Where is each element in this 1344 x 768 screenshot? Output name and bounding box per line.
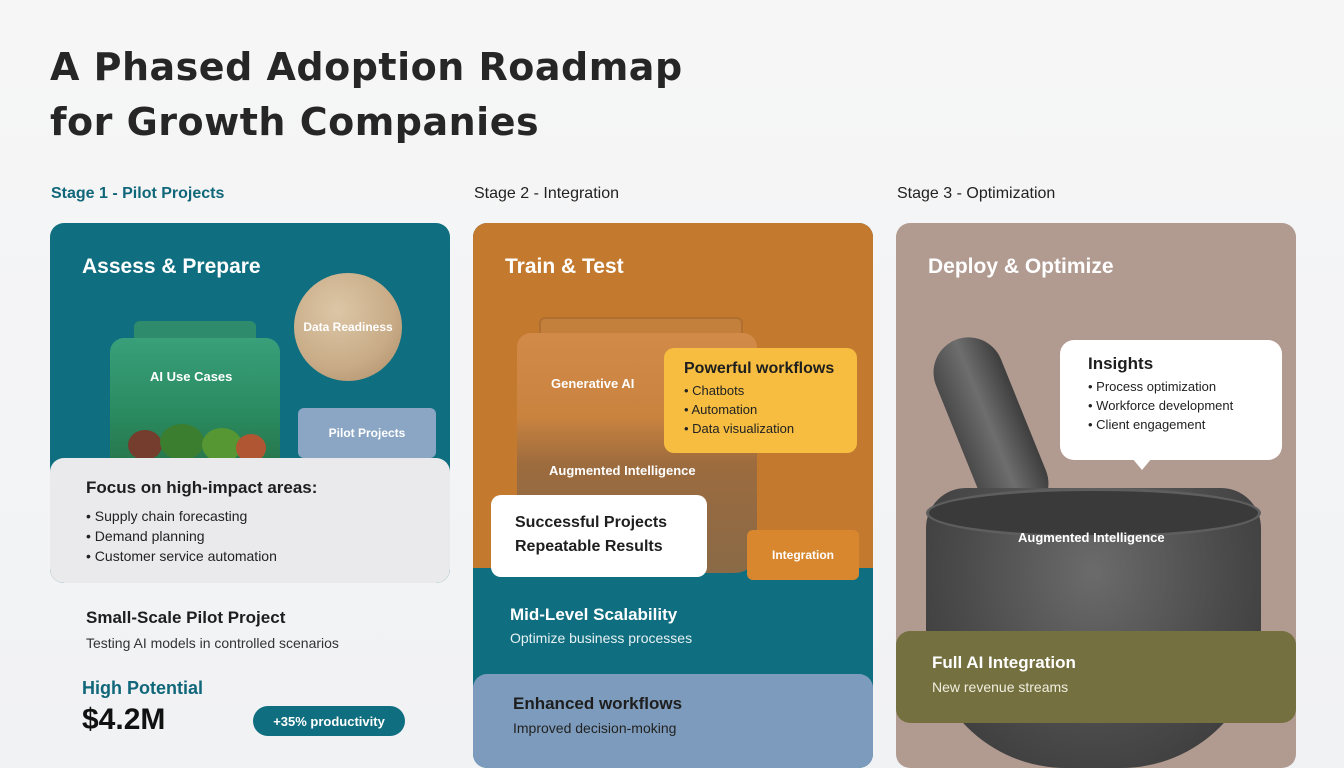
augmented-intelligence-label: Augmented Intelligence	[1018, 530, 1165, 545]
vegetable-shape	[236, 434, 266, 462]
bullet-item: Supply chain forecasting	[86, 506, 414, 526]
insights-bubble: Insights Process optimization Workforce …	[1060, 340, 1282, 460]
vegetable-shape	[202, 428, 242, 462]
stage-2-card: Train & Test Generative AI Augmented Int…	[473, 223, 873, 768]
data-readiness-sphere: Data Readiness	[294, 273, 402, 381]
workflows-bullet-list: Chatbots Automation Data visualization	[684, 381, 837, 438]
successful-projects-callout: Successful Projects Repeatable Results	[491, 495, 707, 577]
stage-1-card: Assess & Prepare AI Use Cases Data Readi…	[50, 223, 450, 583]
high-potential-label: High Potential	[82, 678, 203, 698]
full-integration-title: Full AI Integration	[932, 653, 1076, 672]
enhanced-text: Improved decision-moking	[513, 720, 677, 736]
bullet-item: Automation	[684, 400, 837, 419]
enhanced-title: Enhanced workflows	[513, 694, 683, 713]
vegetable-shape	[160, 424, 204, 460]
card-2-heading: Train & Test	[505, 255, 624, 278]
full-integration-text: New revenue streams	[932, 679, 1069, 695]
speech-bubble-tail	[1132, 458, 1152, 470]
pilot-summary-title: Small-Scale Pilot Project	[86, 608, 286, 627]
stage-1-label: Stage 1 - Pilot Projects	[51, 185, 225, 202]
focus-panel-title: Focus on high-impact areas:	[86, 478, 318, 497]
pilot-project-summary: Small-Scale Pilot Project Testing AI mod…	[86, 608, 339, 651]
stage-3-card: Deploy & Optimize Augmented Intelligence…	[896, 223, 1296, 768]
stage-2-label: Stage 2 - Integration	[474, 185, 619, 202]
powerful-workflows-callout: Powerful workflows Chatbots Automation D…	[664, 348, 857, 453]
data-readiness-label: Data Readiness	[303, 320, 393, 334]
bullet-item: Demand planning	[86, 526, 414, 546]
integration-tag: Integration	[747, 530, 859, 580]
mid-level-scalability: Mid-Level Scalability Optimize business …	[510, 605, 692, 646]
bullet-item: Client engagement	[1088, 415, 1254, 434]
bullet-item: Customer service automation	[86, 546, 414, 566]
vegetable-shape	[128, 430, 162, 460]
insights-bullet-list: Process optimization Workforce developme…	[1088, 377, 1254, 434]
focus-panel: Focus on high-impact areas: Supply chain…	[50, 458, 450, 583]
productivity-badge: +35% productivity	[253, 706, 405, 736]
focus-bullet-list: Supply chain forecasting Demand planning…	[86, 506, 414, 566]
card-3-heading: Deploy & Optimize	[928, 255, 1114, 278]
stage-3-label: Stage 3 - Optimization	[897, 185, 1056, 202]
jar-lid-image	[134, 321, 256, 343]
bullet-item: Data visualization	[684, 419, 837, 438]
insights-title: Insights	[1088, 354, 1154, 373]
mortar-rim-image	[926, 488, 1261, 538]
scalability-text: Optimize business processes	[510, 630, 693, 646]
pilot-summary-text: Testing AI models in controlled scenario…	[86, 635, 339, 651]
bullet-item: Chatbots	[684, 381, 837, 400]
title-line-2: for Growth Companies	[50, 100, 540, 144]
enhanced-workflows-panel: Enhanced workflows Improved decision-mok…	[473, 674, 873, 768]
page-title: A Phased Adoption Roadmap for Growth Com…	[50, 40, 683, 150]
pilot-projects-tag: Pilot Projects	[298, 408, 436, 458]
success-line-2: Repeatable Results	[515, 538, 663, 555]
potential-value: $4.2M	[82, 703, 166, 736]
success-line-1: Successful Projects	[515, 514, 668, 531]
title-line-1: A Phased Adoption Roadmap	[50, 45, 683, 89]
workflows-title: Powerful workflows	[684, 360, 835, 377]
bullet-item: Process optimization	[1088, 377, 1254, 396]
generative-ai-label: Generative AI	[551, 376, 635, 391]
full-ai-integration-panel: Full AI Integration New revenue streams	[896, 631, 1296, 723]
ai-use-cases-label: AI Use Cases	[150, 369, 233, 384]
augmented-intelligence-label: Augmented Intelligence	[549, 463, 696, 478]
card-1-heading: Assess & Prepare	[82, 255, 261, 278]
bullet-item: Workforce development	[1088, 396, 1254, 415]
scalability-title: Mid-Level Scalability	[510, 605, 678, 624]
